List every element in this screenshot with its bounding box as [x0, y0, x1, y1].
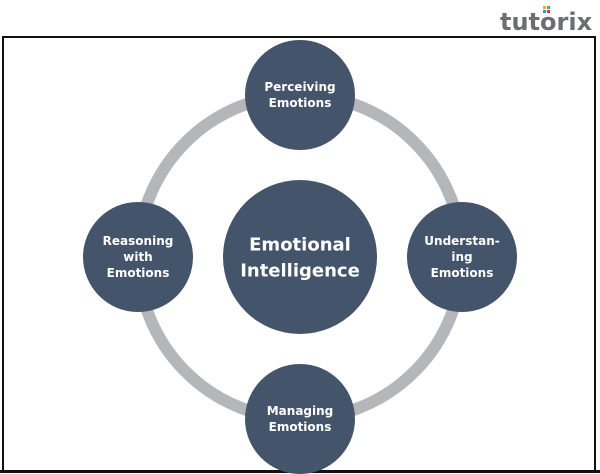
logo-text: tutorix [500, 8, 593, 34]
node-reasoning-circle [83, 202, 193, 312]
node-reasoning-label-line: with [123, 250, 152, 264]
node-understanding-label-line: Emotions [431, 266, 494, 280]
node-understanding-label-line: ing [451, 250, 472, 264]
node-understanding-label-line: Understan- [424, 234, 499, 248]
node-understanding-circle [407, 202, 517, 312]
node-reasoning-label-line: Reasoning [103, 234, 174, 248]
node-perceiving-circle [245, 40, 355, 150]
diagram-frame [2, 36, 596, 470]
node-managing-label-line: Emotions [269, 420, 332, 434]
node-perceiving-label-line: Emotions [269, 96, 332, 110]
logo-dot-4 [547, 10, 550, 13]
logo-dot-2 [547, 6, 550, 9]
center-node-emotional-intelligence-label-line: Intelligence [240, 260, 360, 281]
tutorix-logo: tutorix [500, 6, 593, 34]
node-perceiving-label-line: Perceiving [264, 80, 335, 94]
node-managing-label-line: Managing [267, 404, 334, 418]
node-reasoning-label-line: Emotions [107, 266, 170, 280]
center-node-emotional-intelligence-label-line: Emotional [249, 234, 351, 255]
center-node-emotional-intelligence-circle [223, 180, 377, 334]
logo-dot-1 [543, 6, 546, 9]
logo-dot-3 [543, 10, 546, 13]
node-managing-circle [245, 364, 355, 474]
